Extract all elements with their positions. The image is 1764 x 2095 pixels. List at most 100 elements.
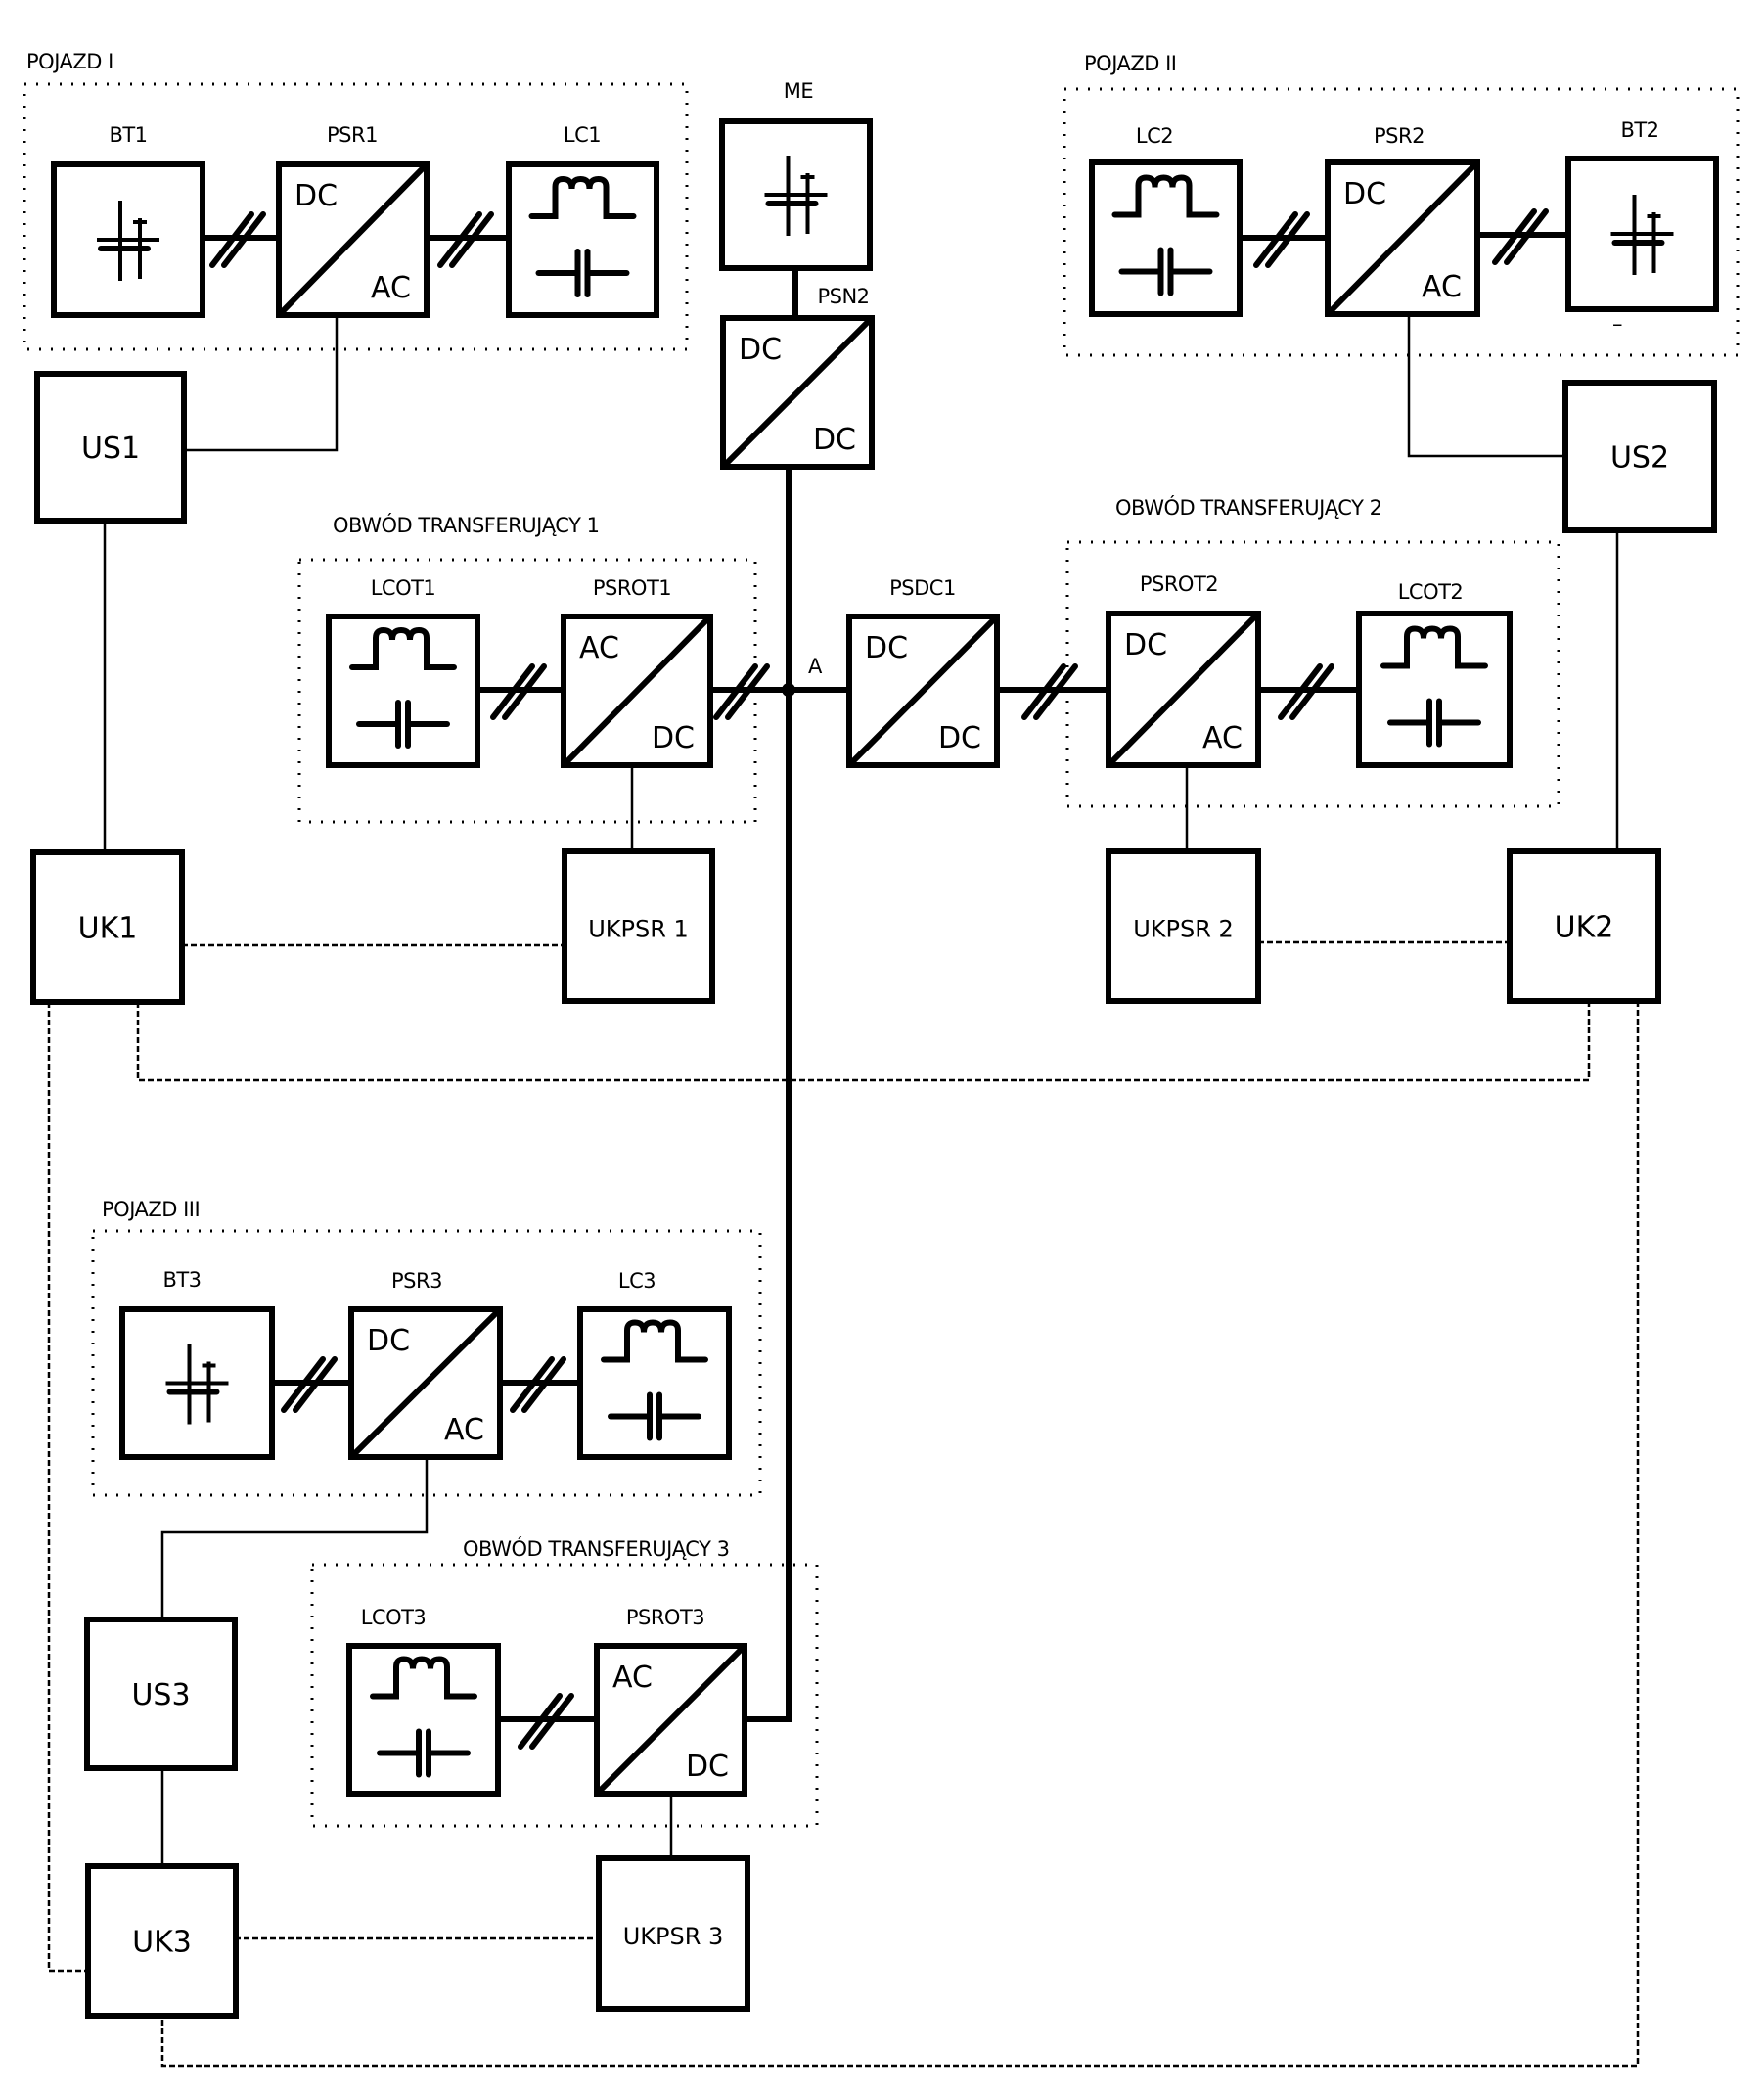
block-psdc1-label: PSDC1 [889, 576, 956, 600]
block-us2-label: US2 [1610, 441, 1669, 476]
block-psr1-output-type: AC [371, 271, 411, 305]
block-us3-label: US3 [131, 1678, 190, 1712]
block-psrot3-output-type: DC [686, 1750, 729, 1784]
block-psrot2: DC AC [1106, 611, 1261, 768]
block-ukpsr1-label: UKPSR 1 [588, 916, 689, 943]
block-lcot1 [326, 614, 480, 768]
block-lcot3 [346, 1643, 501, 1797]
block-psn2: DC DC [720, 315, 875, 470]
block-us1: US1 [34, 371, 187, 524]
block-bt1-label: BT1 [109, 123, 147, 147]
block-me-label: ME [784, 79, 813, 103]
block-us1-frame [34, 371, 187, 524]
phase-mark-icon [490, 663, 547, 720]
block-psr2-input-type: DC [1343, 177, 1386, 211]
converter-diagonal [597, 1646, 745, 1794]
group-frame-vehicle3 [91, 1229, 762, 1497]
block-lc3 [577, 1306, 732, 1460]
block-psn2-input-type: DC [739, 333, 782, 367]
block-psdc1: DC DC [846, 614, 1000, 768]
group-label-transfer1: OBWÓD TRANSFERUJĄCY 1 [333, 513, 599, 537]
block-bt2 [1565, 156, 1719, 312]
block-bt3-frame [119, 1306, 275, 1460]
group-frame-transfer3 [310, 1563, 819, 1828]
block-psr3-input-type: DC [367, 1324, 410, 1358]
phase-mark-icon [518, 1693, 574, 1750]
bt2-minus-sign: – [1612, 312, 1622, 336]
phase-mark-icon [1253, 211, 1310, 268]
block-us2: US2 [1562, 380, 1717, 533]
block-uk2: UK2 [1507, 848, 1661, 1004]
block-psn2-output-type: DC [813, 423, 856, 457]
block-lcot2-frame [1356, 611, 1513, 768]
block-psr2-output-type: AC [1422, 270, 1462, 304]
wire-psr2-us2 [1407, 314, 1565, 458]
lc-filter-icon [1380, 625, 1488, 748]
block-bt3-label: BT3 [162, 1268, 201, 1292]
block-lcot3-label: LCOT3 [361, 1606, 427, 1629]
block-bt3 [119, 1306, 275, 1460]
block-uk1: UK1 [30, 849, 185, 1005]
block-me [719, 118, 873, 271]
block-psr2: DC AC [1325, 159, 1480, 317]
phase-mark-icon [209, 211, 266, 268]
lc-filter-icon [370, 1656, 477, 1778]
block-uk3-frame [85, 1863, 239, 2019]
block-ukpsr3: UKPSR 3 [596, 1855, 750, 2012]
comm-uk1-uk2 [136, 1001, 1591, 1082]
group-label-transfer3: OBWÓD TRANSFERUJĄCY 3 [463, 1536, 729, 1561]
block-uk3: UK3 [85, 1863, 239, 2019]
block-uk1-label: UK1 [78, 912, 138, 946]
lc-filter-icon [601, 1319, 708, 1441]
block-psrot2-label: PSROT2 [1140, 572, 1218, 596]
block-lc1-label: LC1 [564, 123, 601, 147]
block-lcot2 [1356, 611, 1513, 768]
converter-diagonal [1328, 162, 1477, 314]
block-uk3-label: UK3 [132, 1926, 192, 1960]
block-ukpsr3-label: UKPSR 3 [623, 1923, 724, 1950]
lc-filter-icon [349, 626, 457, 749]
phase-mark-icon [437, 211, 494, 268]
block-psdc1-output-type: DC [938, 721, 981, 755]
lc-filter-icon [1111, 174, 1220, 296]
block-ukpsr1: UKPSR 1 [562, 848, 715, 1004]
block-uk2-frame [1507, 848, 1661, 1004]
converter-diagonal [849, 616, 997, 765]
group-frame-transfer2 [1065, 540, 1560, 808]
block-lc1 [506, 161, 659, 318]
phase-mark-icon [510, 1356, 566, 1413]
phase-mark-icon [1492, 208, 1549, 265]
group-label-vehicle3: POJAZD III [102, 1198, 200, 1221]
block-us3-frame [84, 1617, 238, 1771]
battery-icon [764, 156, 828, 236]
battery-icon [97, 201, 159, 281]
block-psr1-input-type: DC [294, 179, 338, 213]
phase-mark-icon [1021, 663, 1078, 720]
block-psrot1-label: PSROT1 [593, 576, 671, 600]
block-lc3-frame [577, 1306, 732, 1460]
block-psn2-label: PSN2 [817, 285, 869, 308]
block-psrot2-input-type: DC [1124, 628, 1167, 662]
block-ukpsr3-frame [596, 1855, 750, 2012]
group-label-vehicle2: POJAZD II [1084, 52, 1177, 75]
battery-icon [165, 1344, 229, 1425]
block-ukpsr2-label: UKPSR 2 [1133, 916, 1234, 943]
block-lc1-frame [506, 161, 659, 318]
block-us2-frame [1562, 380, 1717, 533]
block-psrot2-output-type: AC [1202, 721, 1243, 755]
block-lc2-label: LC2 [1136, 124, 1173, 148]
block-lcot3-frame [346, 1643, 501, 1797]
block-psdc1-input-type: DC [865, 631, 908, 665]
block-ukpsr1-frame [562, 848, 715, 1004]
group-label-transfer2: OBWÓD TRANSFERUJĄCY 2 [1115, 495, 1381, 520]
block-psrot3-label: PSROT3 [626, 1606, 704, 1629]
block-bt2-label: BT2 [1620, 118, 1658, 142]
block-lc2-frame [1089, 159, 1243, 317]
lc-filter-icon [528, 175, 637, 297]
block-psr2-label: PSR2 [1374, 124, 1425, 148]
block-lcot1-frame [326, 614, 480, 768]
node-a-dot [782, 683, 795, 697]
phase-mark-icon [713, 663, 770, 720]
